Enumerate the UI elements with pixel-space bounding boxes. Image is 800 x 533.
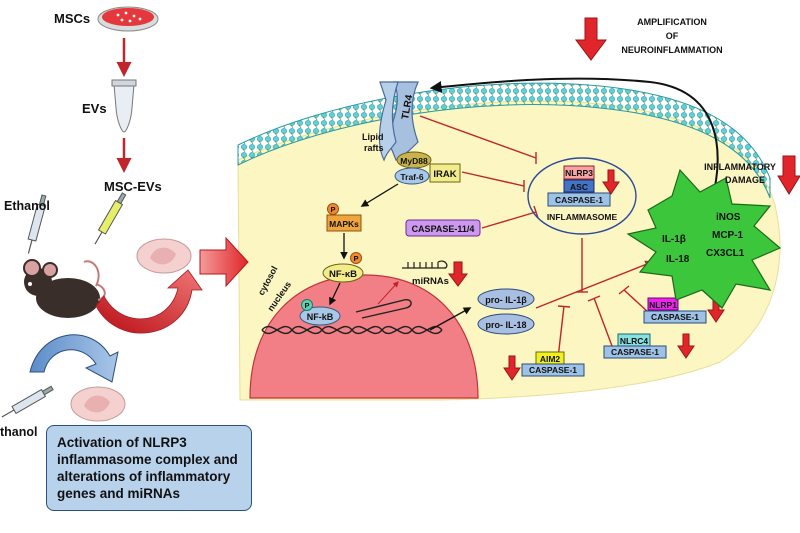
nfkb-nucleus-label: NF-kB [307, 312, 334, 322]
ethanol-label: Ethanol [4, 199, 50, 213]
curved-arrow-to-brain [95, 269, 203, 334]
arrow-dna-prointerleukins [429, 307, 472, 331]
cx3cl1-label: CX3CL1 [706, 248, 745, 259]
nlrp1-box [647, 297, 679, 311]
asc-label: ASC [570, 182, 588, 192]
phospho-nfkb-label: P [353, 254, 358, 263]
tube-icon [111, 79, 137, 133]
conclusion-box: Activation of NLRP3 inflammasome complex… [46, 425, 252, 511]
down-arrow-damage [777, 155, 800, 195]
ethanol-bottom-label: thanol [0, 425, 38, 439]
arrow-traf6-mapks [360, 183, 399, 207]
il18-label: IL-18 [666, 254, 690, 265]
myd88-label: MyD88 [400, 156, 428, 166]
mscs-label: MSCs [54, 11, 90, 26]
amplification-line2: OF [666, 31, 679, 41]
mapks-label: MAPKs [329, 219, 359, 229]
dna-strand-b [261, 325, 443, 335]
nfkb-cytosol-box [322, 263, 364, 283]
damage-line1: INFLAMMATORY [704, 162, 776, 172]
nlrp3-label: NLRP3 [565, 168, 593, 178]
tlr4-label: TLR4 [400, 94, 415, 121]
inflammasome-circle [527, 157, 637, 235]
pro-il18-label: pro- IL-18 [485, 320, 526, 330]
caspase-11-4-box [405, 219, 481, 237]
nfkb-cytosol-label: NF-κB [329, 269, 357, 280]
amplification-line1: AMPLIFICATION [637, 17, 707, 27]
inflammatory-burst [626, 168, 782, 309]
syringe-ethanol-icon [27, 194, 47, 254]
msc-evs-label: MSC-EVs [104, 179, 162, 194]
phospho-nfkb-nuc-label: P [304, 301, 309, 310]
nlrc4-label: NLRC4 [620, 336, 649, 346]
asc-box [563, 179, 595, 193]
down-arrow-mirnas [448, 261, 468, 287]
caspase1-nlrc4-label: CASPASE-1 [611, 347, 659, 357]
nlrp1-label: NLRP1 [649, 300, 677, 310]
down-arrow-aim2 [503, 355, 521, 381]
mirnas-icon [402, 260, 448, 269]
il1b-label: IL-1β [662, 234, 686, 245]
lipid-rafts-line2: rafts [364, 143, 384, 153]
nlrp3-box [563, 165, 595, 180]
arrow-nfkb-nucleus [329, 282, 341, 306]
lipid-rafts-line1: Lipid [362, 132, 384, 142]
feedback-arrow [429, 77, 719, 201]
aim2-label: AIM2 [540, 354, 561, 364]
phospho-mapks-label: P [330, 205, 335, 214]
petri-dish-icon [97, 6, 159, 32]
caspase1-nlrp1-label: CASPASE-1 [651, 312, 699, 322]
brain-top-icon [136, 238, 192, 274]
mirna-hairpin [355, 298, 412, 319]
traf6-label: Traf-6 [400, 172, 423, 182]
pro-il1b-label: pro- IL-1β [485, 295, 527, 305]
curved-arrow-blue [29, 334, 119, 383]
caspase1-nlrc4-box [603, 345, 667, 359]
mouse-icon [23, 259, 106, 318]
traf6-box [394, 167, 430, 185]
amplification-line3: NEUROINFLAMMATION [621, 45, 722, 55]
damage-line2: DAMAGE [725, 175, 765, 185]
pro-il1b-box [477, 288, 535, 310]
inos-label: iNOS [716, 212, 741, 223]
down-arrow-inflammasome [602, 169, 620, 195]
inflammasome-label: INFLAMMASOME [547, 212, 618, 222]
caspase1-nlrp1-box [643, 310, 707, 324]
irak-label: IRAK [433, 169, 456, 180]
caspase1-aim2-box [521, 363, 585, 377]
down-arrow-nlrc4 [677, 333, 695, 359]
irak-box [429, 163, 461, 183]
arrow-prointerleukins-burst [535, 260, 654, 309]
caspase1-inflammasome-label: CASPASE-1 [555, 195, 603, 205]
mirnas-label: miRNAs [412, 276, 449, 287]
tlr4-receptor-left [378, 81, 399, 162]
syringe-ethanol-bottom-icon [1, 385, 54, 418]
caspase-11-4-label: CASPASE-11/4 [412, 224, 475, 234]
mapks-box [326, 214, 362, 232]
nfkb-nucleus-box [299, 306, 341, 326]
caspase1-inflammasome-box [547, 192, 611, 207]
syringe-mscevs-icon [94, 192, 127, 245]
evs-label: EVs [82, 101, 107, 116]
phospho-nfkb-nuc-icon [301, 299, 313, 311]
down-arrow-amplification [575, 17, 607, 61]
big-arrow-into-cell [199, 236, 249, 288]
inhibit-lines [419, 115, 649, 359]
arrow-mirna [377, 281, 399, 305]
brain-bottom-icon [70, 386, 126, 422]
caspase1-aim2-label: CASPASE-1 [529, 365, 577, 375]
pro-il18-box [477, 313, 535, 335]
mcp1-label: MCP-1 [712, 230, 744, 241]
phospho-nfkb-icon [350, 252, 362, 264]
